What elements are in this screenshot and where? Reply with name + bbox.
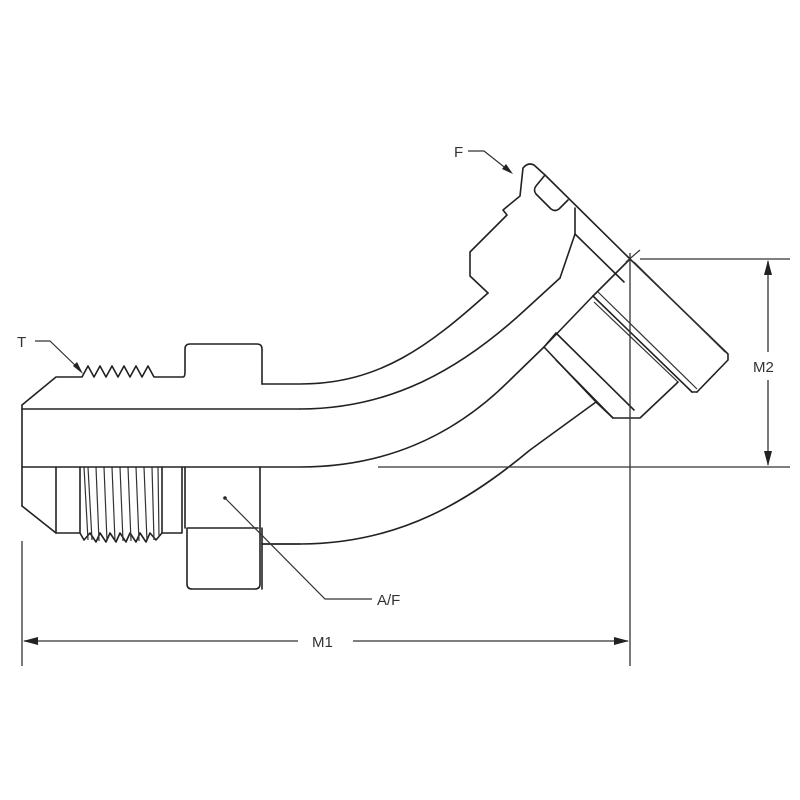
callout-across-flats: A/F (223, 496, 400, 609)
outer-top-curve (261, 292, 489, 385)
callout-flange: F (454, 144, 513, 174)
across-flats-label: A/F (377, 592, 400, 609)
body-bottom-curve (21, 346, 545, 468)
body-top-curve (299, 277, 561, 410)
hex-nut (186, 466, 301, 590)
m2-label: M2 (753, 359, 774, 376)
callout-thread: T (17, 334, 83, 374)
flange-face (559, 233, 625, 283)
flange-chamfer-line (633, 261, 726, 353)
dimension-m2: M2 (378, 258, 790, 468)
flange-label: F (454, 144, 463, 161)
m1-label: M1 (312, 634, 333, 651)
thread-lines (79, 466, 163, 543)
m1-arrow-right (614, 637, 629, 645)
m1-arrow-left (23, 637, 38, 645)
flange-step-line (555, 332, 635, 411)
m2-arrow-top (764, 260, 772, 275)
intersection-tick (625, 249, 641, 263)
undercut (161, 466, 183, 534)
thread-label: T (17, 334, 26, 351)
lower-chamfer (21, 505, 81, 534)
dimension-m1: M1 (21, 253, 631, 666)
flange-top-edge (544, 174, 631, 260)
flange-slot (533, 174, 569, 212)
flange (469, 163, 729, 419)
groove-line-1 (592, 295, 693, 393)
outer-bottom-curve (261, 401, 597, 545)
male-thread-end (21, 343, 301, 543)
m2-arrow-bottom (764, 451, 772, 466)
flange-step-profile (469, 163, 546, 294)
flange-lower-step (555, 359, 679, 419)
flange-inner-edge (592, 258, 631, 297)
top-profile (21, 343, 263, 406)
elbow-body (21, 277, 597, 545)
